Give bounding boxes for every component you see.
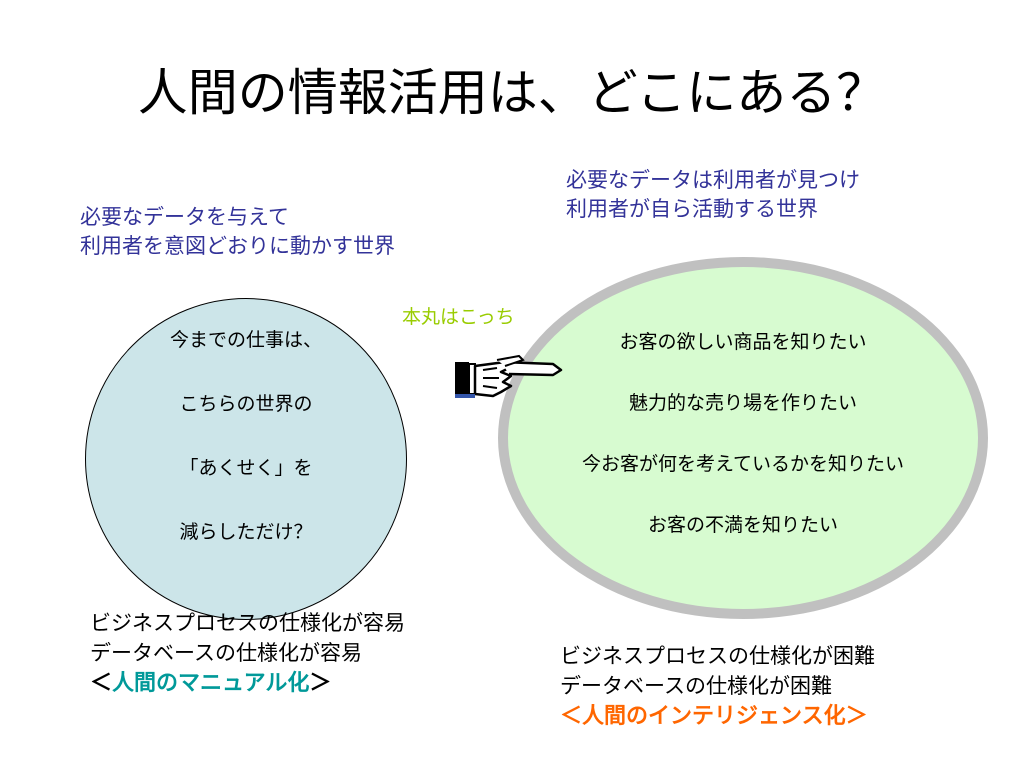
right-open-bracket: ＜ [560, 704, 583, 729]
left-close-bracket: ＞ [309, 671, 332, 696]
left-circle-line-1: 今までの仕事は、 [169, 329, 322, 351]
right-ellipse-line-3: 今お客が何を考えているかを知りたい [581, 453, 905, 475]
left-circle-line-2: こちらの世界の [179, 393, 313, 415]
right-ellipse-line-4: お客の不満を知りたい [647, 514, 838, 536]
right-ellipse-line-2: 魅力的な売り場を作りたい [628, 392, 857, 414]
right-ellipse-line-1: お客の欲しい商品を知りたい [619, 331, 867, 353]
left-world-caption: 必要なデータを与えて 利用者を意図どおりに動かす世界 [80, 203, 395, 261]
right-summary-line-1: ビジネスプロセスの仕様化が困難 [560, 644, 875, 668]
slide-title: 人間の情報活用は、どこにある？ [137, 64, 887, 122]
right-summary-line-2: データベースの仕様化が困難 [560, 674, 832, 698]
left-circle-line-3: 「あくせく」を [179, 457, 313, 479]
right-world-ellipse [498, 257, 988, 619]
manual-highlight: 人間のマニュアル化 [112, 671, 310, 696]
left-world-circle [85, 298, 407, 620]
left-open-bracket: ＜ [90, 671, 113, 696]
left-caption-line-1: 必要なデータを与えて [80, 205, 289, 229]
right-ellipse-text: お客の欲しい商品を知りたい 魅力的な売り場を作りたい 今お客が何を考えているかを… [508, 320, 978, 564]
right-close-bracket: ＞ [845, 704, 868, 729]
intelligence-highlight: 人間のインテリジェンス化 [582, 704, 846, 729]
right-summary: ビジネスプロセスの仕様化が困難 データベースの仕様化が困難 ＜人間のインテリジェ… [560, 641, 875, 732]
right-caption-line-2: 利用者が自ら活動する世界 [566, 197, 818, 221]
left-caption-line-2: 利用者を意図どおりに動かす世界 [80, 234, 395, 258]
left-summary-line-1: ビジネスプロセスの仕様化が容易 [90, 611, 405, 635]
pointing-hand-icon [455, 354, 563, 398]
left-summary: ビジネスプロセスの仕様化が容易 データベースの仕様化が容易 ＜人間のマニュアル化… [90, 608, 405, 699]
left-circle-text: 今までの仕事は、 こちらの世界の 「あくせく」を 減らしただけ？ [85, 318, 407, 574]
right-world-caption: 必要なデータは利用者が見つけ 利用者が自ら活動する世界 [566, 166, 860, 224]
left-summary-conclusion: ＜人間のマニュアル化＞ [90, 668, 405, 699]
right-caption-line-1: 必要なデータは利用者が見つけ [566, 168, 860, 192]
left-circle-line-4: 減らしただけ？ [179, 521, 313, 543]
right-summary-conclusion: ＜人間のインテリジェンス化＞ [560, 701, 875, 732]
callout-label: 本丸はこっち [402, 306, 515, 328]
left-summary-line-2: データベースの仕様化が容易 [90, 641, 362, 665]
